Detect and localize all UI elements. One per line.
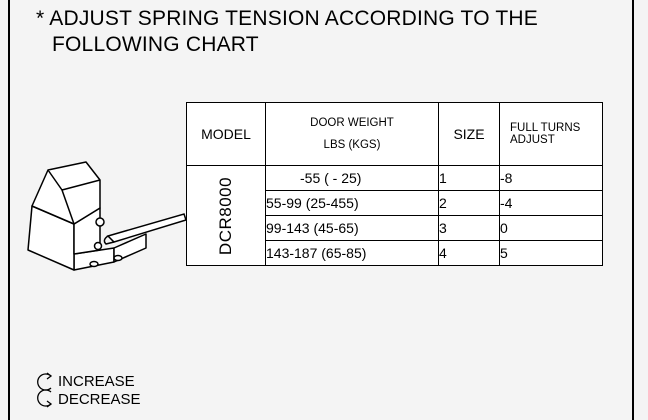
rotate-arrows-icon: [37, 372, 53, 408]
row-size: 2: [438, 190, 500, 216]
row-turns: 5: [499, 240, 603, 266]
row-weight: 143-187 (65-85): [265, 240, 439, 266]
table-row: DCR8000 -55 ( - 25) 1 -8: [186, 165, 603, 266]
instruction-heading: * ADJUST SPRING TENSION ACCORDING TO THE…: [36, 6, 636, 58]
decrease-label: DECREASE: [58, 391, 141, 408]
header-model: MODEL: [186, 102, 266, 166]
row-turns: 0: [499, 215, 603, 241]
heading-line-2: FOLLOWING CHART: [52, 33, 259, 56]
heading-line-1: * ADJUST SPRING TENSION ACCORDING TO THE: [36, 7, 538, 30]
model-cell: DCR8000: [186, 165, 266, 266]
row-size: 4: [438, 240, 500, 266]
row-weight: 55-99 (25-455): [265, 190, 439, 216]
increase-label: INCREASE: [58, 373, 135, 390]
table-header-row: MODEL DOOR WEIGHT LBS (KGS) SIZE FULL TU…: [186, 102, 603, 166]
spring-hinge-illustration: [27, 161, 187, 271]
row-size: 3: [438, 215, 500, 241]
header-full-turns: FULL TURNS ADJUST: [499, 102, 603, 166]
spring-tension-chart: MODEL DOOR WEIGHT LBS (KGS) SIZE FULL TU…: [186, 102, 603, 266]
row-turns: -8: [499, 165, 603, 191]
model-value: DCR8000: [216, 176, 235, 255]
table-row: 55-99 (25-455) 2 -4: [187, 190, 603, 216]
row-weight: 99-143 (45-65): [265, 215, 439, 241]
header-door-weight: DOOR WEIGHT LBS (KGS): [265, 102, 439, 166]
row-size: 1: [438, 165, 500, 191]
table-row: 143-187 (65-85) 4 5: [187, 240, 603, 266]
header-door-weight-line1: DOOR WEIGHT: [310, 117, 394, 129]
header-size: SIZE: [438, 102, 500, 166]
row-weight: -55 ( - 25): [265, 165, 439, 191]
table-row: 99-143 (45-65) 3 0: [187, 215, 603, 241]
header-turns-line1: FULL TURNS: [510, 122, 581, 134]
header-door-weight-line2: LBS (KGS): [323, 139, 381, 151]
row-turns: -4: [499, 190, 603, 216]
header-turns-line2: ADJUST: [510, 134, 555, 146]
